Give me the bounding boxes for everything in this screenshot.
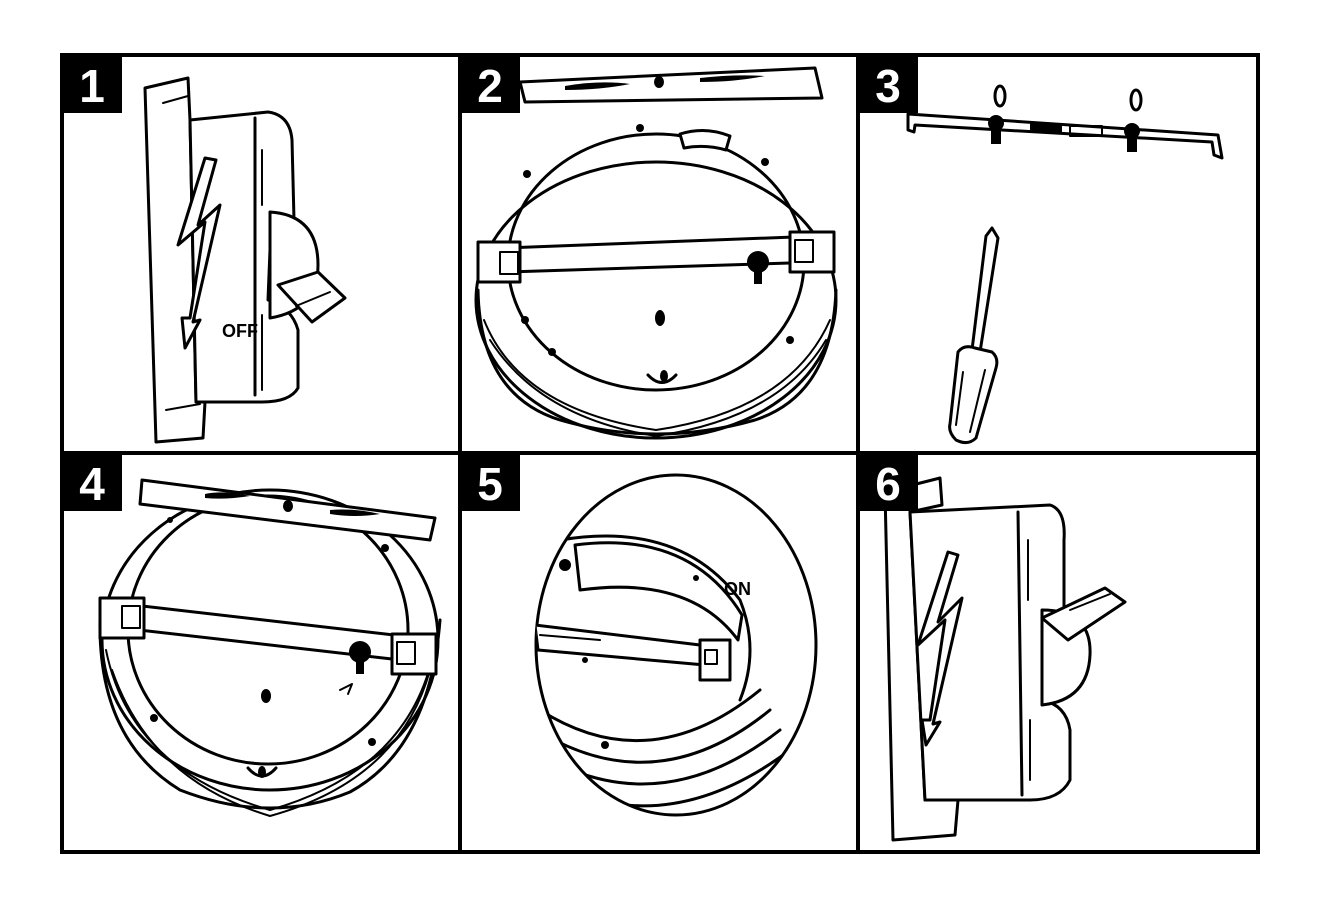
mounting-bracket-attached <box>138 478 437 542</box>
screwdriver-tool <box>948 226 1000 445</box>
breaker-switch-off-illustration <box>143 76 347 444</box>
panel-6: 6 <box>858 453 1127 842</box>
step-5-number: 5 <box>477 458 503 510</box>
on-label: ON <box>724 579 751 599</box>
step-4-number: 4 <box>79 458 105 510</box>
step-3-badge: 3 <box>858 55 918 113</box>
step-2-number: 2 <box>477 60 503 112</box>
step-6-number: 6 <box>875 458 901 510</box>
step-1-badge: 1 <box>62 55 122 113</box>
mounting-bracket <box>518 66 824 104</box>
panel-1: OFF 1 <box>62 55 347 444</box>
off-label: OFF <box>222 321 258 341</box>
step-2-badge: 2 <box>460 55 520 113</box>
step-6-badge: 6 <box>858 453 918 511</box>
ceiling-lamp-mounted <box>98 488 442 817</box>
step-1-number: 1 <box>79 60 105 112</box>
ceiling-lamp <box>474 124 838 440</box>
panel-5: ON 5 <box>460 453 818 817</box>
breaker-switch-on-illustration <box>883 476 1127 842</box>
panel-3: 3 <box>858 55 1224 445</box>
bracket-with-screws <box>906 84 1224 160</box>
step-4-badge: 4 <box>62 453 122 511</box>
step-5-badge: 5 <box>460 453 520 511</box>
panel-2: 2 <box>460 55 838 440</box>
panel-4: 4 <box>62 453 442 817</box>
lamp-closeup <box>536 534 792 808</box>
step-3-number: 3 <box>875 60 901 112</box>
